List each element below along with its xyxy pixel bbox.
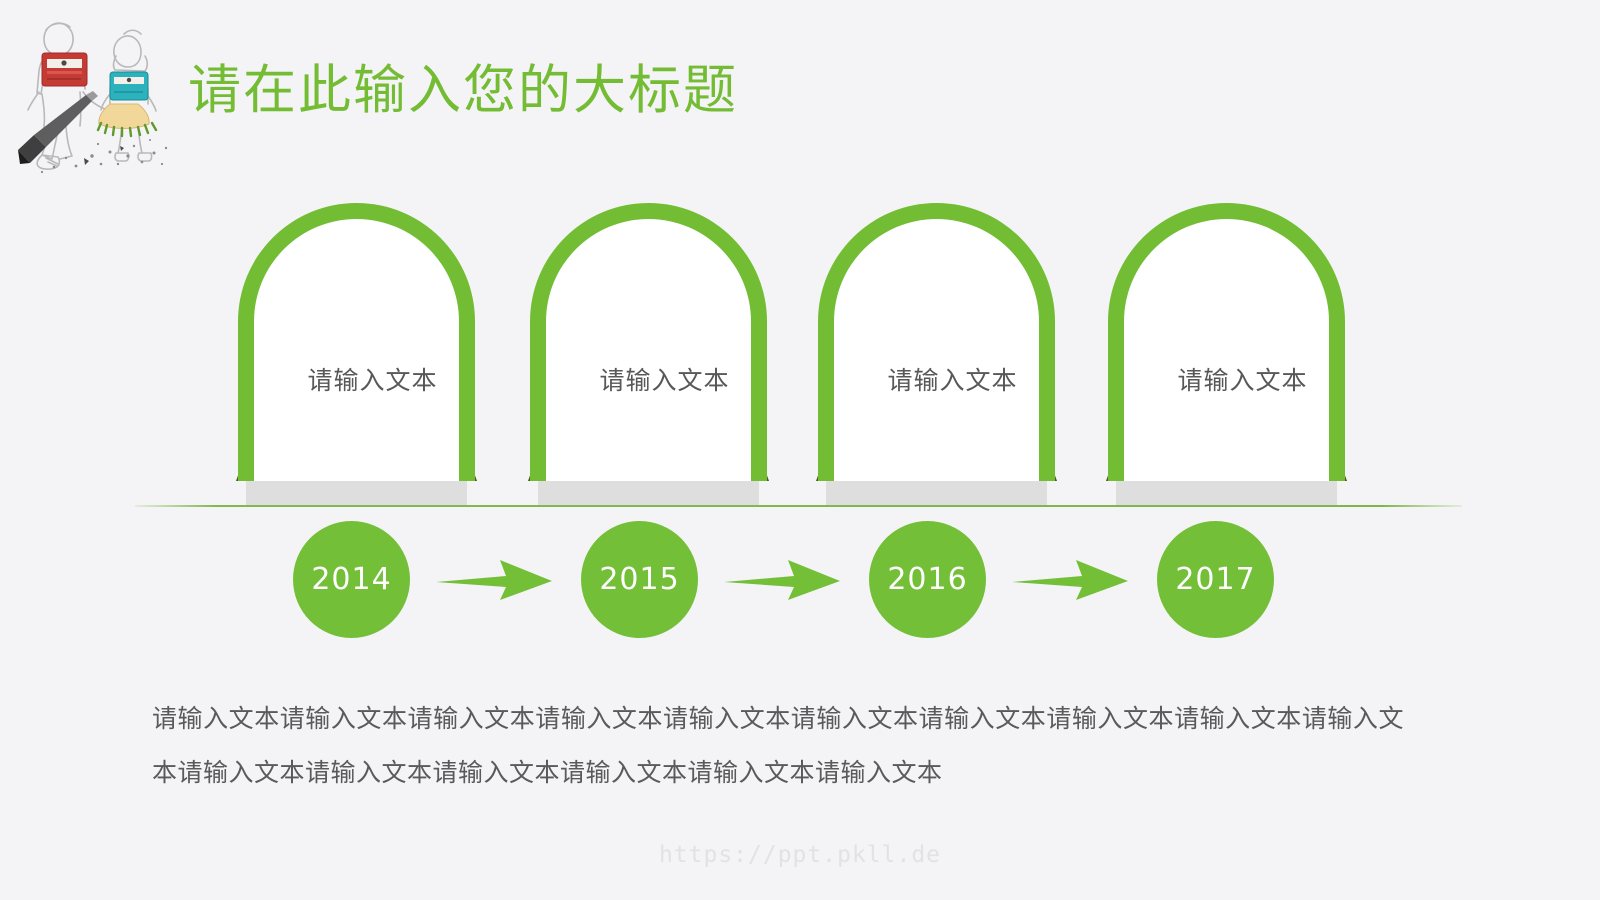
- card-outline-3: 请输入文本: [818, 203, 1055, 481]
- card-outline-2: 请输入文本: [530, 203, 767, 481]
- card-base-shadow-2: [515, 479, 782, 505]
- card-label-4: 请输入文本: [1177, 366, 1308, 395]
- card-label-2: 请输入文本: [599, 366, 730, 395]
- card-outline-1: 请输入文本: [238, 203, 475, 481]
- year-label-2015: 2015: [599, 562, 680, 597]
- card-label-1: 请输入文本: [307, 366, 438, 395]
- card-base-shadow-4: [1093, 479, 1360, 505]
- year-circle-2017[interactable]: 2017: [1157, 521, 1274, 638]
- year-label-2017: 2017: [1175, 562, 1256, 597]
- arrow-icon-1: [434, 555, 554, 605]
- arrow-icon-3: [1010, 555, 1130, 605]
- arrow-icon-2: [722, 555, 842, 605]
- year-circle-2016[interactable]: 2016: [869, 521, 986, 638]
- year-label-2014: 2014: [311, 562, 392, 597]
- timeline-card-1[interactable]: 请输入文本: [223, 203, 490, 505]
- timeline-card-2[interactable]: 请输入文本: [515, 203, 782, 505]
- timeline-card-4[interactable]: 请输入文本: [1093, 203, 1360, 505]
- year-circle-2014[interactable]: 2014: [293, 521, 410, 638]
- year-label-2016: 2016: [887, 562, 968, 597]
- timeline-ground-line: [135, 505, 1462, 507]
- card-label-3: 请输入文本: [887, 366, 1018, 395]
- body-paragraph: 请输入文本请输入文本请输入文本请输入文本请输入文本请输入文本请输入文本请输入文本…: [152, 704, 1404, 787]
- timeline-card-3[interactable]: 请输入文本: [803, 203, 1070, 505]
- year-circle-2015[interactable]: 2015: [581, 521, 698, 638]
- watermark-url: https://ppt.pkll.de: [658, 842, 942, 868]
- card-base-shadow-1: [223, 479, 490, 505]
- kids-illustration: [6, 6, 186, 176]
- card-base-shadow-3: [803, 479, 1070, 505]
- card-outline-4: 请输入文本: [1108, 203, 1345, 481]
- page-title: 请在此输入您的大标题: [188, 60, 738, 121]
